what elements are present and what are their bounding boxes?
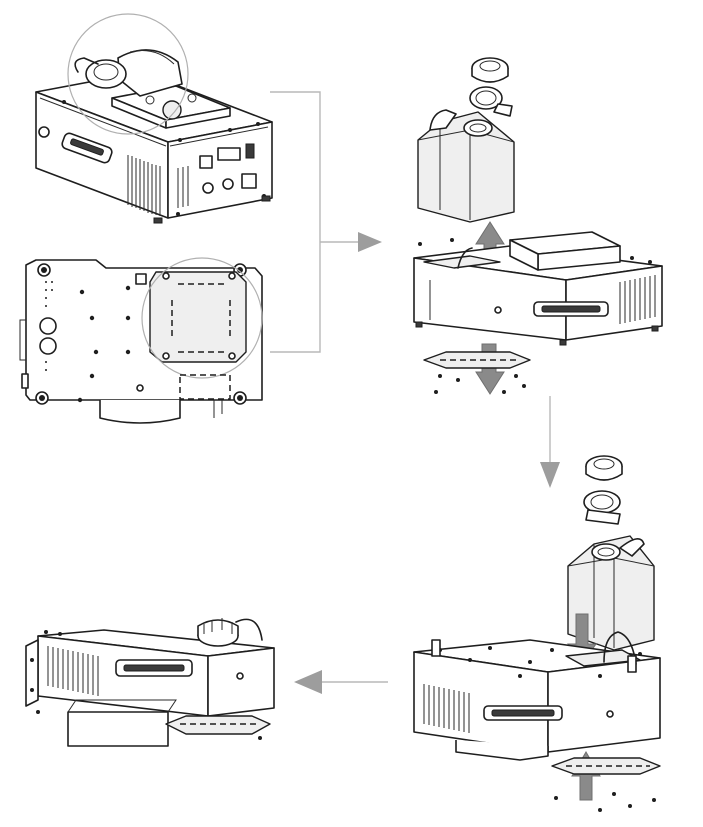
bracket-icon	[423, 351, 531, 369]
flow-connector-1-2	[270, 91, 382, 353]
step1-machine-bottom-view	[19, 257, 263, 424]
fluid-jug-icon	[417, 109, 515, 223]
bracket-icon	[165, 715, 271, 735]
cap-icon	[585, 455, 623, 481]
step1-machine-top-view	[35, 13, 273, 224]
step2-remove-tank	[413, 57, 663, 395]
mounting-plate-outline	[171, 283, 231, 353]
step3-insert-tank	[413, 455, 661, 812]
bracket-icon	[551, 757, 661, 775]
magnifier-circle-icon	[67, 13, 189, 135]
flow-connector-3-4	[294, 670, 388, 694]
vent-grille-icon	[127, 155, 161, 216]
magnifier-circle-icon	[141, 257, 263, 379]
screw-icon	[554, 792, 656, 812]
screw-icon	[434, 374, 526, 394]
fluid-jug-icon	[567, 535, 655, 651]
cap-icon	[471, 57, 509, 83]
flow-connector-2-3	[540, 396, 560, 488]
step4-machine-inverted	[25, 618, 275, 747]
